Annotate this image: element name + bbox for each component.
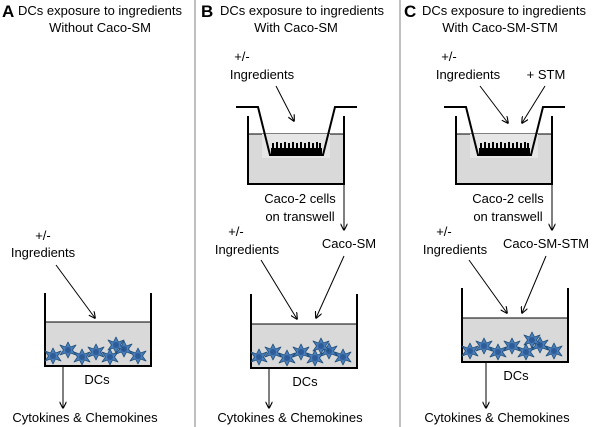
ingredients-arrow: [468, 259, 507, 313]
panel-title: DCs exposure to ingredients: [220, 3, 385, 18]
ingredients-label: Ingredients: [436, 67, 501, 82]
caco2-monolayer: [479, 148, 530, 155]
conditioned-medium-arrow: [522, 255, 547, 313]
transwell: [444, 106, 565, 185]
panel-subtitle: With Caco-SM: [254, 20, 338, 35]
ingredients-label: Ingredients: [215, 242, 280, 257]
panel-letter: C: [404, 2, 416, 21]
ingredients-label: Ingredients: [230, 67, 295, 82]
output-label: Cytokines & Chemokines: [424, 410, 570, 425]
panel-b: B DCs exposure to ingredients With Caco-…: [201, 2, 385, 425]
caco2-sublabel: on transwell: [473, 209, 542, 224]
ingredients-sign: +/-: [441, 49, 457, 64]
ingredients-arrow: [479, 85, 508, 123]
caco2-label: Caco-2 cells: [264, 191, 336, 206]
caco2-label: Caco-2 cells: [472, 191, 544, 206]
conditioned-medium-label: Caco-SM-STM: [503, 236, 589, 251]
ingredients-sign: +/-: [234, 49, 250, 64]
ingredients-label: Ingredients: [423, 242, 488, 257]
stm-arrow: [522, 85, 546, 123]
caco2-monolayer: [271, 148, 322, 155]
output-label: Cytokines & Chemokines: [12, 410, 158, 425]
culture-well: [44, 293, 152, 367]
ingredients-arrow: [260, 259, 297, 319]
ingredients-sign: +/-: [35, 228, 51, 243]
panel-title: DCs exposure to ingredients: [422, 3, 587, 18]
ingredients-arrow: [275, 85, 294, 121]
panel-a: A DCs exposure to ingredients Without Ca…: [2, 2, 183, 425]
conditioned-medium-label: Caco-SM: [322, 236, 376, 251]
panel-title: DCs exposure to ingredients: [18, 3, 183, 18]
dcs-label: DCs: [84, 372, 110, 387]
dcs-label: DCs: [292, 374, 318, 389]
ingredients-sign: +/-: [436, 224, 452, 239]
ingredients-sign: +/-: [228, 224, 244, 239]
panel-letter: B: [201, 2, 213, 21]
stm-label: + STM: [527, 67, 566, 82]
panel-c: C DCs exposure to ingredients With Caco-…: [404, 2, 589, 425]
panel-subtitle: With Caco-SM-STM: [442, 20, 558, 35]
dcs-label: DCs: [503, 368, 529, 383]
ingredients-label: Ingredients: [11, 245, 76, 260]
conditioned-medium-arrow: [316, 255, 345, 318]
panel-subtitle: Without Caco-SM: [49, 20, 151, 35]
caco2-sublabel: on transwell: [265, 209, 334, 224]
ingredients-arrow: [55, 264, 95, 318]
panel-letter: A: [2, 2, 14, 21]
output-label: Cytokines & Chemokines: [217, 410, 363, 425]
transwell: [236, 106, 357, 185]
